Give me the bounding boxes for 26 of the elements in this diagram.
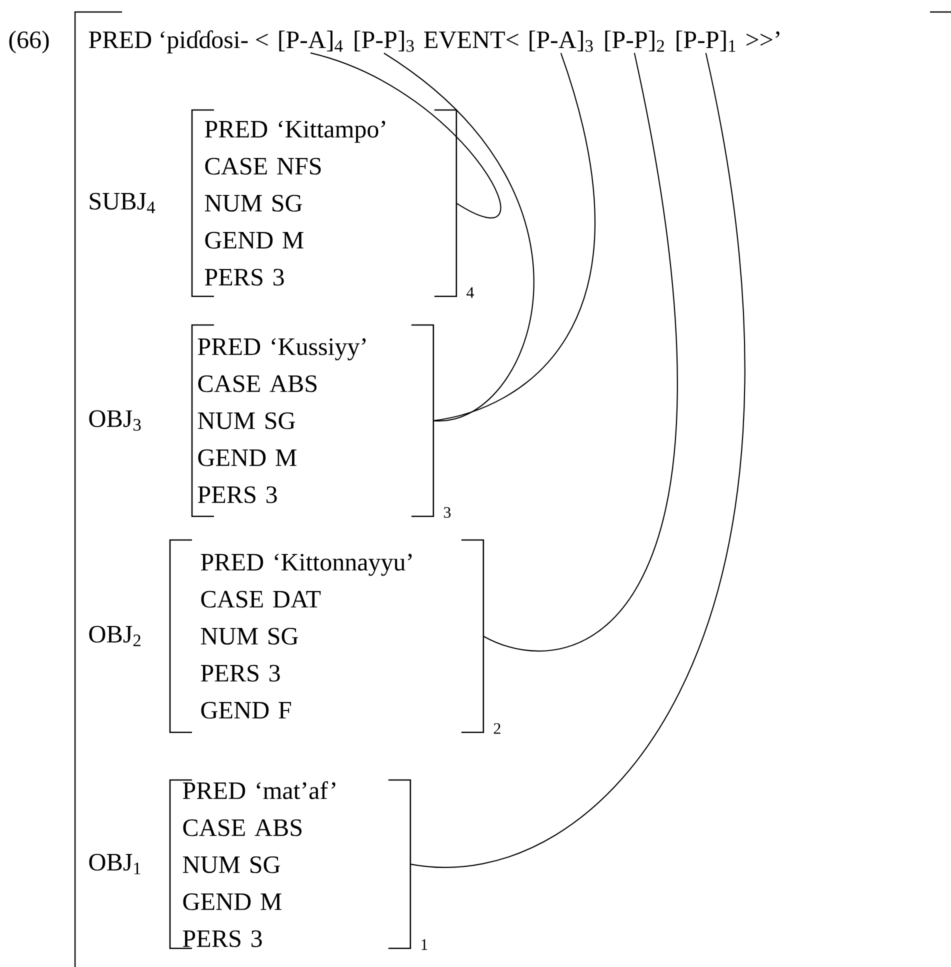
index-number: 2 <box>494 723 500 734</box>
binding-line <box>384 52 534 422</box>
attribute-name: OBJ$_{1}$ <box>89 854 140 874</box>
argument-slot: [P-P]$_{3}$ <box>354 30 414 52</box>
argument-slot: [P-A]$_{3}$ <box>530 30 593 52</box>
binding-line <box>433 52 596 422</box>
argument-slot: [P-A]$_{4}$ <box>279 30 343 52</box>
binding-line <box>483 52 678 652</box>
argument-slot: [P-P]$_{1}$ <box>676 30 736 52</box>
binding-line <box>310 52 501 218</box>
index-number: 4 <box>466 287 474 298</box>
pred-text: EVENT< <box>424 32 518 48</box>
attribute-matrix: PRED ‘Kittonnayyu’ CASE DAT NUM SG PERS 3 GEND F <box>169 539 484 734</box>
example-number: (66) <box>9 30 49 54</box>
index-number: 1 <box>422 939 428 950</box>
attribute-matrix: PRED ‘Kussiyy’ CASE ABS NUM SG GEND M PERS 3 <box>191 324 434 518</box>
pred-text: >>’ <box>746 31 780 46</box>
index-number: 3 <box>444 507 451 518</box>
binding-line <box>410 52 744 868</box>
attribute-name: OBJ$_{2}$ <box>89 626 140 646</box>
argument-slot: [P-P]$_{2}$ <box>605 30 664 52</box>
attribute-name: SUBJ$_{4}$ <box>90 192 156 214</box>
attribute-matrix: PRED ‘mat’af’ CASE ABS NUM SG GEND M PERS 3 <box>169 779 412 950</box>
attribute-matrix: PRED ‘Kittampo’ CASE NFS NUM SG GEND M PERS 3 <box>191 109 458 298</box>
attribute-name: OBJ$_{3}$ <box>89 410 141 431</box>
pred-text: PRED ‘piɗɗosi- < <box>88 30 268 54</box>
